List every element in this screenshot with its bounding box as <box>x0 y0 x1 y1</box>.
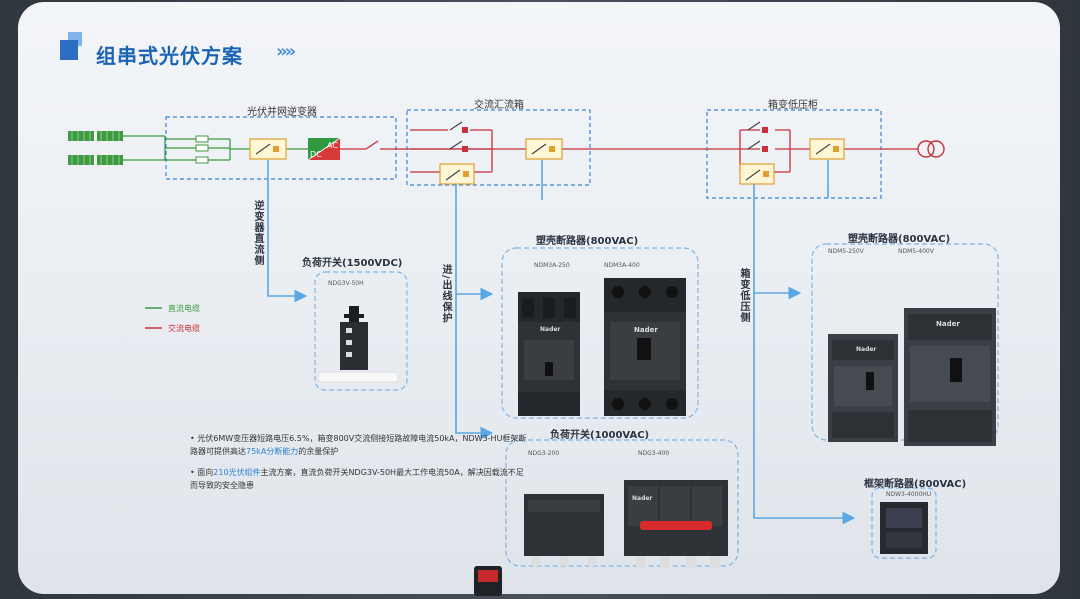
mccb-800-model-2: NDM3A-400 <box>604 262 640 269</box>
title-chevron-icon: »» <box>276 41 296 62</box>
acb-ndw3-device <box>880 502 928 554</box>
mccb-ndm5-400v-device <box>904 308 996 446</box>
load-switch-dc-model: NDG3V-50H <box>328 280 364 287</box>
mccb-800-model-1: NDM3A-250 <box>534 262 570 269</box>
acb-800-model: NDW3-4000HU <box>886 491 932 498</box>
note-2-highlight: 210光伏组件 <box>213 468 261 477</box>
title-block-icon <box>60 32 84 62</box>
dc-load-switch-symbol <box>249 138 287 160</box>
mccb-ndm3a-400-device <box>604 278 686 416</box>
transformer-lv-side-label: 箱变低压侧 <box>738 268 749 323</box>
inverter-box-label: 光伏并网逆变器 <box>247 107 317 118</box>
brand-logo-ndm3a-400: Nader <box>634 326 658 334</box>
pv-panel-array-icon <box>68 131 123 165</box>
load-switch-ac-model-1: NDG3-200 <box>528 450 560 457</box>
legend-ac-label: 交流电缆 <box>168 324 200 333</box>
inverter-dc-side-label: 逆变器直流侧 <box>252 200 263 266</box>
load-switch-ac-model-2: NDG3-400 <box>638 450 670 457</box>
blue-flow-arrows <box>267 160 856 525</box>
brand-logo-ndg3-400: Nader <box>632 495 653 502</box>
red-control-knob-icon <box>474 566 502 596</box>
mccb-800-right-model-1: NDM5-250V <box>828 248 864 255</box>
page-title: 组串式光伏方案 <box>96 44 243 68</box>
ac-breakers-combiner <box>439 121 563 185</box>
dc-cable-lines <box>123 135 308 161</box>
mccb-ndm3a-250-device <box>518 292 580 416</box>
inverter-dc-ac-symbol <box>307 137 341 161</box>
inverter-ac-label: AC <box>327 141 338 150</box>
load-switch-dc-device <box>317 306 399 383</box>
load-switch-ndg3-400-device <box>624 480 728 568</box>
note-1-highlight: 75kA分断能力 <box>246 447 299 456</box>
brand-logo-ndm5-400v: Nader <box>936 320 960 328</box>
mccb-800-right-model-2: NDM5-400V <box>898 248 934 255</box>
mccb-800-title: 塑壳断路器(800VAC) <box>536 236 639 247</box>
inout-protection-label: 进/出线保护 <box>440 264 451 324</box>
legend-dc-label: 直流电缆 <box>168 304 200 313</box>
acb-800-title: 框架断路器(800VAC) <box>864 479 967 490</box>
ac-combiner-box-label: 交流汇流箱 <box>474 100 524 111</box>
inverter-dc-label: DC <box>310 150 322 159</box>
mccb-ndm5-250v-device <box>828 334 898 442</box>
transformer-icon <box>917 140 945 158</box>
note-1: • 光伏6MW变压器短路电压6.5%，箱变800V交流侧接短路故障电流50kA，… <box>190 434 527 456</box>
dc-fuses <box>195 135 209 164</box>
transformer-panel-box-label: 箱变低压柜 <box>768 100 818 111</box>
load-switch-ndg3-200-device <box>524 494 604 566</box>
brand-logo-ndm5-250v: Nader <box>856 346 877 353</box>
load-switch-ac-title: 负荷开关(1000VAC) <box>550 430 650 441</box>
dashed-boxes <box>165 109 882 199</box>
ac-breakers-transformer <box>739 121 845 185</box>
brand-logo-ndm3a-250: Nader <box>540 326 561 333</box>
load-switch-dc-title: 负荷开关(1500VDC) <box>302 258 403 269</box>
mccb-800-right-title: 塑壳断路器(800VAC) <box>848 234 951 245</box>
note-2: • 面向210光伏组件主流方案，直流负荷开关NDG3V-50H最大工作电流50A… <box>190 468 524 490</box>
